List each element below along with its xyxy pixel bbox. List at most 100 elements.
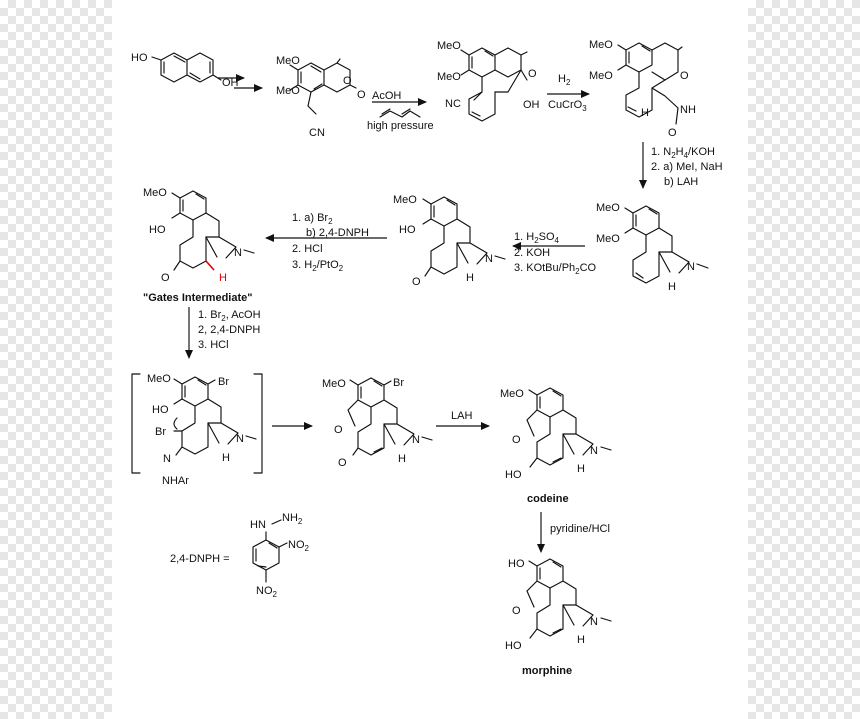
gates-h: H [219,272,227,284]
dnph-label: 2,4-DNPH = [170,553,230,565]
morphine-n: N [590,616,598,628]
step3-catalyst: CuCrO3 [548,99,587,113]
compound-diels-alder-adduct: MeO MeO O NC OH [437,40,540,122]
step4-line3: b) LAH [664,176,698,188]
enone-br: Br [393,377,404,389]
bracket-br-alpha: Br [155,426,166,438]
enone-h: H [398,453,406,465]
bracket-nhar: NHAr [162,475,189,487]
gates-n: N [234,247,242,259]
enone-n: N [412,434,420,446]
scheme-background [112,0,748,719]
step3-arrow: H2 CuCrO3 [547,73,590,113]
dnph-hn: HN [250,519,266,531]
quinone-cn: CN [309,127,325,139]
gates-o: O [161,272,170,284]
lactam-h: H [641,107,649,119]
gates-h-bond [205,260,215,271]
adduct-nc: NC [445,98,461,110]
step5-line2: 2. KOH [514,247,550,259]
step7-arrow: 1. Br2, AcOH 2, 2,4-DNPH 3. HCl [185,307,261,359]
compound-bromo-enone: MeO Br O O N H [322,377,433,469]
compound-quinone: MeO MeO O O CN [276,55,366,139]
quinone-carbonyl-1: O [343,75,352,87]
start-oh-label: OH [222,77,239,89]
step2-arrow: AcOH high pressure [367,90,434,132]
bracket-hydrazone-n: N [163,453,171,465]
compound-morphine: HO O HO N H morphine [505,558,612,677]
compound-naphthalenediol: HO OH [131,52,239,89]
compound-amine: MeO MeO N H [596,202,709,293]
step7-line2: 2, 2,4-DNPH [198,324,260,336]
step10-arrow: pyridine/HCl [537,512,610,553]
step6-line1: 1. a) Br2 [292,212,333,226]
step2-condition: high pressure [367,120,434,132]
quinone-carbonyl-2: O [357,89,366,101]
amine-n: N [687,261,695,273]
step2-reagent: AcOH [372,90,401,102]
dnph-nh2: NH2 [282,512,303,526]
adduct-oh: OH [523,99,540,111]
step1-arrows [218,74,263,92]
amine-meo-top: MeO [596,202,620,214]
compound-bracketed-intermediate: MeO Br HO Br N H N NHAr [131,373,263,487]
adduct-meo-top: MeO [437,40,461,52]
bracket-br-ring: Br [218,376,229,388]
step5-arrow: 1. H2SO4 2. KOH 3. KOtBu/Ph2CO [512,231,597,276]
codeine-ether-o: O [512,434,521,446]
codeine-ho: HO [505,469,522,481]
step3-h2: H2 [558,73,571,87]
dnph-no2-ortho: NO2 [288,539,310,553]
codeine-n: N [590,445,598,457]
compound-dnph: 2,4-DNPH = HN NH2 NO2 NO2 [170,512,310,599]
compound-lactam: MeO MeO O NH O H [589,39,696,139]
step9-reagent: LAH [451,410,472,422]
lactam-meo-bottom: MeO [589,70,613,82]
amine-meo-bottom: MeO [596,233,620,245]
step6-line3: 2. HCl [292,243,323,255]
transparency-background-left [0,0,112,719]
step5-line1: 1. H2SO4 [514,231,560,245]
step7-line3: 3. HCl [198,339,229,351]
bracket-h: H [222,452,230,464]
step5-line3: 3. KOtBu/Ph2CO [514,262,597,276]
bracket-n: N [236,433,244,445]
step7-line1: 1. Br2, AcOH [198,309,261,323]
codeine-meo: MeO [500,388,524,400]
gates-ho: HO [149,224,166,236]
lactam-carbonyl-1: O [680,70,689,82]
morphine-phenol-ho: HO [508,558,525,570]
enone-ether-o: O [334,424,343,436]
step4-arrow: 1. N2H4/KOH 2. a) MeI, NaH b) LAH [639,142,723,189]
step10-reagent: pyridine/HCl [550,523,610,535]
morphine-ho: HO [505,640,522,652]
morphine-ether-o: O [512,605,521,617]
phenol-ketone-ho: HO [399,224,416,236]
enone-carbonyl-o: O [338,457,347,469]
enone-meo: MeO [322,378,346,390]
compound-codeine: MeO O HO N H codeine [500,387,612,505]
step6-line2: b) 2,4-DNPH [306,227,369,239]
lactam-meo-top: MeO [589,39,613,51]
adduct-carbonyl: O [528,68,537,80]
compound-gates-intermediate: MeO HO N H O "Gates Intermediate" [143,187,255,304]
phenol-ketone-n: N [485,253,493,265]
bracket-ho: HO [152,404,169,416]
gates-meo: MeO [143,187,167,199]
transparency-background-right [748,0,860,719]
step4-line1: 1. N2H4/KOH [651,146,715,160]
codeine-name: codeine [527,493,569,505]
morphine-name: morphine [522,665,572,677]
phenol-ketone-meo: MeO [393,194,417,206]
gates-intermediate-name: "Gates Intermediate" [143,292,252,304]
step9-arrow: LAH [436,410,490,430]
quinone-meo-bottom: MeO [276,85,300,97]
morphine-h: H [577,634,585,646]
curved-arrow [173,417,178,430]
phenol-ketone-o: O [412,276,421,288]
step6-line4: 3. H2/PtO2 [292,259,344,273]
bracket-meo: MeO [147,373,171,385]
phenol-ketone-h: H [466,272,474,284]
